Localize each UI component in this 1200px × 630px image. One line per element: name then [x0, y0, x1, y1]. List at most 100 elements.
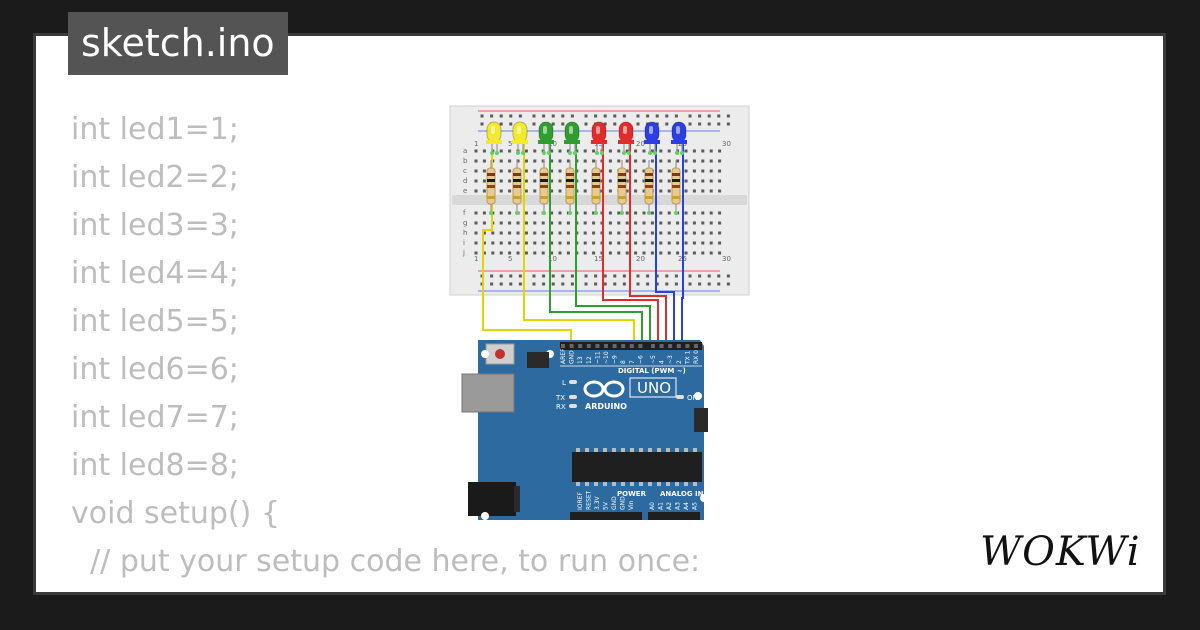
breadboard-hole	[701, 159, 705, 163]
chip-pin	[657, 448, 661, 452]
rail-hole	[688, 114, 692, 118]
rail-hole	[613, 122, 617, 126]
breadboard-hole	[583, 179, 587, 183]
breadboard-hole	[684, 211, 688, 215]
connection-dot	[490, 151, 494, 155]
breadboard-hole	[566, 149, 570, 153]
breadboard-hole	[516, 251, 520, 255]
breadboard-hole	[684, 159, 688, 163]
breadboard-hole	[634, 241, 638, 245]
breadboard-hole	[642, 231, 646, 235]
rail-hole	[698, 114, 702, 118]
mount-hole-icon	[694, 392, 702, 400]
rail-hole	[622, 274, 626, 278]
connection-dot	[516, 151, 520, 155]
breadboard-hole	[667, 241, 671, 245]
connection-dot	[489, 211, 493, 215]
rail-hole	[613, 274, 617, 278]
breadboard-hole	[709, 159, 713, 163]
breadboard-hole	[625, 159, 629, 163]
rail-hole	[698, 282, 702, 286]
breadboard-hole	[499, 169, 503, 173]
rail-hole	[570, 282, 574, 286]
breadboard-hole	[608, 179, 612, 183]
pin-label: AREF	[560, 348, 567, 364]
chip-pin	[612, 482, 616, 486]
breadboard-hole	[701, 231, 705, 235]
power-jack-edge	[514, 486, 520, 512]
rail-hole	[499, 274, 503, 278]
code-line: int led2=2;	[71, 160, 239, 195]
breadboard-hole	[608, 241, 612, 245]
connection-dot	[594, 211, 598, 215]
breadboard-hole	[650, 149, 654, 153]
rail-hole	[509, 274, 513, 278]
breadboard-hole	[718, 251, 722, 255]
infinity-logo-icon	[603, 380, 625, 398]
pin-label: 13	[577, 356, 584, 364]
code-line: int led1=1;	[71, 112, 239, 147]
rail-hole	[688, 282, 692, 286]
chip-pin	[675, 482, 679, 486]
rail-hole	[561, 122, 565, 126]
analog-pin-label: A0	[649, 502, 656, 510]
resistor-band	[487, 196, 495, 199]
file-tab[interactable]: sketch.ino	[68, 12, 288, 75]
breadboard-hole	[550, 179, 554, 183]
wokwi-logo-text: WOKWi	[980, 529, 1141, 575]
header-pin	[569, 344, 574, 348]
breadboard-hole	[608, 159, 612, 163]
connection-dot	[675, 151, 679, 155]
breadboard-hole	[550, 211, 554, 215]
rail-hole	[518, 114, 522, 118]
column-number: 5	[508, 140, 512, 148]
resistor-band	[592, 173, 600, 176]
breadboard-hole	[617, 231, 621, 235]
led-highlight	[623, 126, 627, 134]
resistor-band	[513, 179, 521, 182]
breadboard-hole	[499, 159, 503, 163]
rail-hole	[480, 114, 484, 118]
breadboard-hole	[508, 159, 512, 163]
connection-dot	[648, 151, 652, 155]
row-letter: h	[463, 229, 467, 237]
resistor-band	[513, 173, 521, 176]
breadboard-hole	[625, 231, 629, 235]
wire-blue	[655, 140, 675, 350]
breadboard-hole	[684, 179, 688, 183]
breadboard-hole	[550, 231, 554, 235]
breadboard-hole	[508, 179, 512, 183]
analog-pin-label: A4	[683, 502, 690, 510]
rail-hole	[674, 274, 678, 278]
header-pin	[685, 344, 690, 348]
column-number: 10	[548, 255, 557, 263]
l-led-label: L	[562, 379, 566, 387]
rail-hole	[674, 114, 678, 118]
code-line: int led7=7;	[71, 400, 239, 435]
connection-dot	[653, 151, 657, 155]
breadboard-hole	[709, 169, 713, 173]
breadboard-hole	[499, 221, 503, 225]
reset-button-cap[interactable]	[495, 349, 505, 359]
rail-hole	[698, 122, 702, 126]
breadboard-hole	[566, 241, 570, 245]
pin-label: 2	[676, 360, 683, 364]
icsp-header	[527, 352, 549, 368]
rx-led	[569, 404, 577, 408]
led-highlight	[543, 126, 547, 134]
breadboard-hole	[524, 241, 528, 245]
breadboard-hole	[524, 159, 528, 163]
wokwi-logo: WOKWi	[980, 529, 1141, 575]
row-letter: c	[463, 167, 467, 175]
chip-pin	[693, 482, 697, 486]
breadboard-hole	[608, 221, 612, 225]
resistor-band	[618, 185, 626, 188]
chip-pin	[585, 482, 589, 486]
column-number: 20	[636, 255, 645, 263]
pin-label: GND	[569, 350, 576, 364]
header-pin	[629, 344, 634, 348]
breadboard-hole	[558, 149, 562, 153]
breadboard-hole	[583, 189, 587, 193]
breadboard-hole	[508, 231, 512, 235]
rail-hole	[622, 114, 626, 118]
